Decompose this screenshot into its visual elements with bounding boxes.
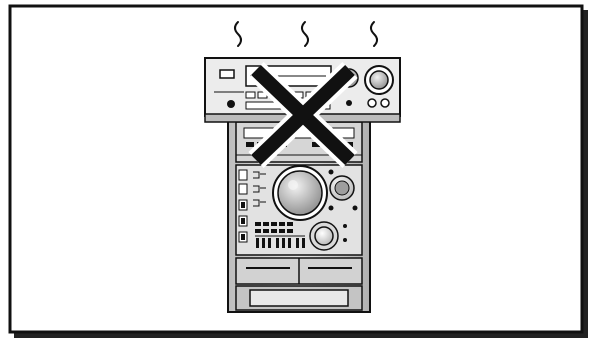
volume-knob — [315, 227, 333, 245]
jog-dial — [278, 171, 322, 215]
power-button — [227, 100, 235, 108]
base-panel — [250, 290, 348, 306]
amp-volume-knob — [370, 71, 388, 89]
